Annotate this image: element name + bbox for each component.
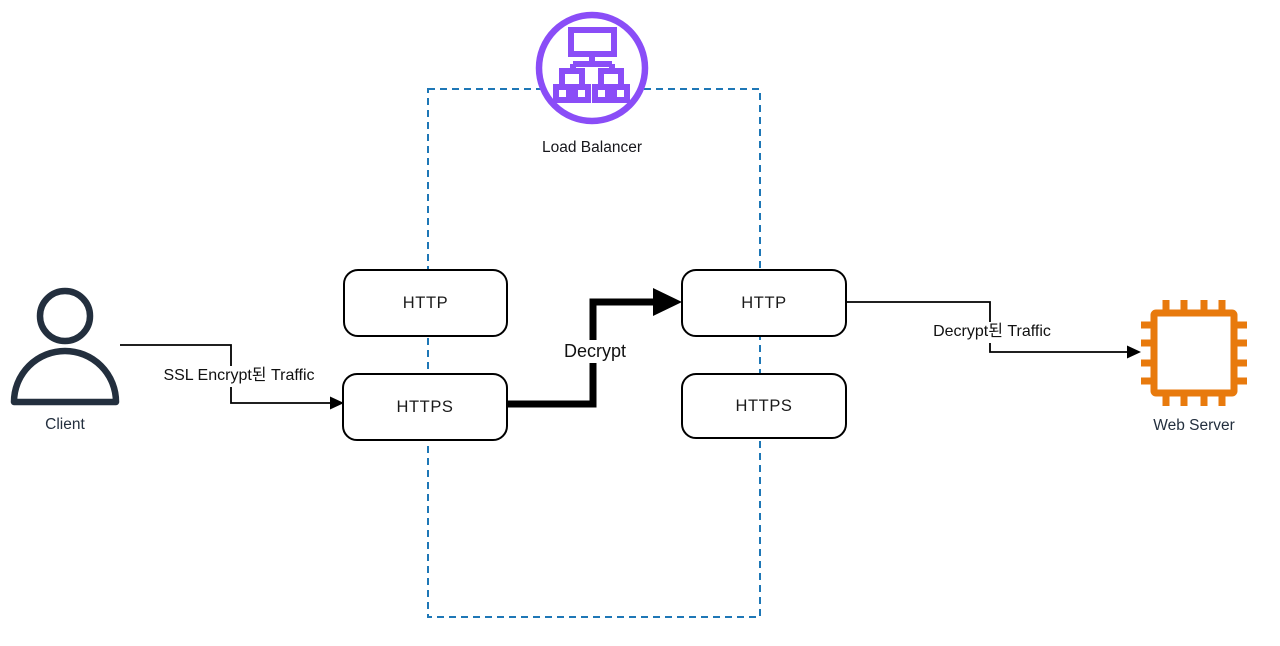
web-server-chip-icon bbox=[1141, 300, 1247, 406]
edge-label-decrypted-traffic: Decrypt된 Traffic bbox=[915, 322, 1069, 343]
lb-right-https-label: HTTPS bbox=[735, 396, 793, 415]
load-balancer-label: Load Balancer bbox=[542, 139, 642, 156]
edge-label-decrypt: Decrypt bbox=[549, 340, 641, 364]
lb-left-http-box: HTTP bbox=[343, 269, 508, 337]
lb-left-http-label: HTTP bbox=[402, 293, 449, 312]
web-server-label: Web Server bbox=[1153, 417, 1235, 434]
client-node bbox=[8, 286, 122, 406]
lb-right-https-box: HTTPS bbox=[681, 373, 847, 439]
lb-left-https-label: HTTPS bbox=[396, 397, 454, 416]
lb-left-https-box: HTTPS bbox=[342, 373, 508, 441]
client-label: Client bbox=[45, 416, 85, 433]
edge-label-ssl-encrypted-traffic: SSL Encrypt된 Traffic bbox=[148, 366, 330, 387]
lb-right-http-label: HTTP bbox=[741, 293, 787, 312]
load-balancer-icon bbox=[535, 11, 649, 125]
arrowhead-decrypt bbox=[653, 288, 682, 316]
load-balancer-node bbox=[535, 11, 649, 125]
client-person-icon bbox=[10, 287, 120, 406]
load-balancer-boundary bbox=[427, 88, 761, 618]
arrowhead-http-to-web-server bbox=[1127, 345, 1141, 359]
web-server-node bbox=[1138, 297, 1250, 409]
arrowhead-client-to-https bbox=[330, 396, 344, 410]
lb-right-http-box: HTTP bbox=[681, 269, 847, 337]
